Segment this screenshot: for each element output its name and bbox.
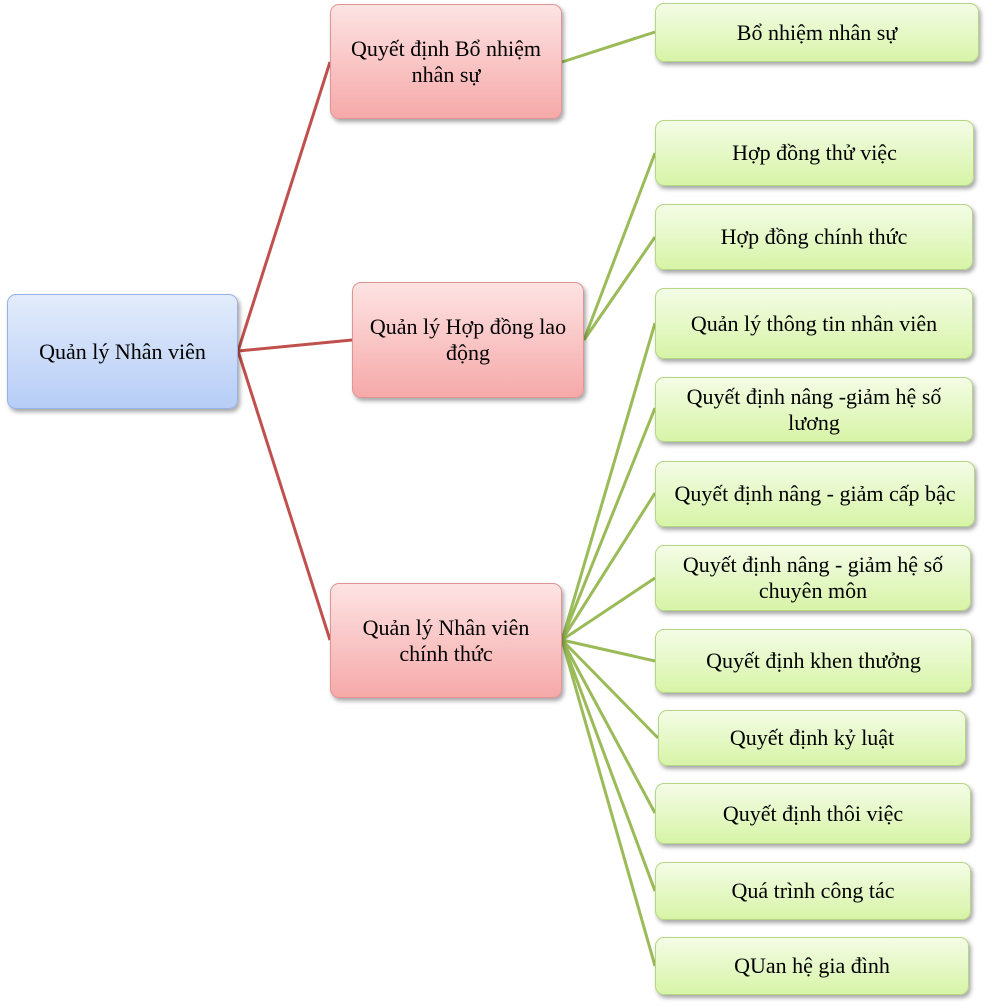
leaf-node-label: Bổ nhiệm nhân sự <box>736 19 898 45</box>
leaf-node: Quản lý thông tin nhân viên <box>655 288 973 359</box>
connector-group-2-leaf-0 <box>560 322 657 641</box>
leaf-node: Quyết định thôi việc <box>655 783 971 844</box>
leaf-node-label: QUan hệ gia đình <box>734 953 890 978</box>
leaf-node: Quyết định nâng -giảm hệ số lương <box>655 377 973 442</box>
leaf-node-label: Quyết định nâng - giảm cấp bậc <box>674 481 956 506</box>
leaf-node: Bổ nhiệm nhân sự <box>655 3 979 62</box>
group-node-nhan-vien-chinh-thuc: Quản lý Nhân viên chính thức <box>330 583 562 698</box>
connector-root-to-group-0 <box>236 61 332 352</box>
leaf-node: Quyết định nâng - giảm cấp bậc <box>655 461 975 527</box>
connector-group-2-leaf-7 <box>560 639 657 892</box>
connector-root-to-group-1 <box>237 338 353 353</box>
leaf-node: Hợp đồng chính thức <box>655 204 973 270</box>
leaf-node: Hợp đồng thử việc <box>655 120 974 186</box>
connector-group-2-leaf-8 <box>560 639 657 967</box>
root-node-label: Quản lý Nhân viên <box>39 338 206 364</box>
connector-group-1-leaf-0 <box>582 152 657 341</box>
leaf-node-label: Quá trình công tác <box>731 878 895 903</box>
leaf-node: Quyết định kỷ luật <box>658 710 966 766</box>
leaf-node-label: Quyết định khen thưởng <box>706 648 921 673</box>
leaf-node: Quyết định khen thưởng <box>655 629 972 693</box>
connector-group-2-leaf-4 <box>561 638 656 663</box>
leaf-node-label: Quản lý thông tin nhân viên <box>690 310 938 336</box>
group-node-bo-nhiem: Quyết định Bổ nhiệm nhân sự <box>330 4 562 119</box>
connector-group-0-leaf-0 <box>561 30 656 64</box>
leaf-node-label: Hợp đồng chính thức <box>720 224 908 249</box>
connector-group-2-leaf-5 <box>560 638 660 740</box>
leaf-node: QUan hệ gia đình <box>655 937 969 995</box>
group-node-label: Quản lý Hợp đồng lao động <box>369 314 567 365</box>
root-node: Quản lý Nhân viên <box>7 294 238 409</box>
leaf-node: Quá trình công tác <box>655 862 971 920</box>
connector-root-to-group-2 <box>236 350 332 641</box>
connector-group-2-leaf-6 <box>560 639 657 814</box>
group-node-label: Quyết định Bổ nhiệm nhân sự <box>350 35 542 87</box>
group-node-label: Quản lý Nhân viên chính thức <box>362 614 530 666</box>
leaf-node-label: Quyết định nâng -giảm hệ số lương <box>686 383 942 435</box>
root-connectors <box>236 61 353 641</box>
group-node-hop-dong: Quản lý Hợp đồng lao động <box>352 282 584 398</box>
leaf-connectors <box>560 30 660 967</box>
connector-group-2-leaf-2 <box>560 492 657 641</box>
connector-group-2-leaf-3 <box>561 576 656 642</box>
connector-group-1-leaf-1 <box>582 236 657 341</box>
leaf-node-label: Quyết định nâng - giảm hệ số chuyên môn <box>682 552 944 603</box>
leaf-node: Quyết định nâng - giảm hệ số chuyên môn <box>655 545 971 611</box>
leaf-node-label: Hợp đồng thử việc <box>732 140 897 165</box>
connector-group-2-leaf-1 <box>560 407 657 641</box>
leaf-node-label: Quyết định thôi việc <box>722 800 904 826</box>
leaf-node-label: Quyết định kỷ luật <box>729 725 895 750</box>
